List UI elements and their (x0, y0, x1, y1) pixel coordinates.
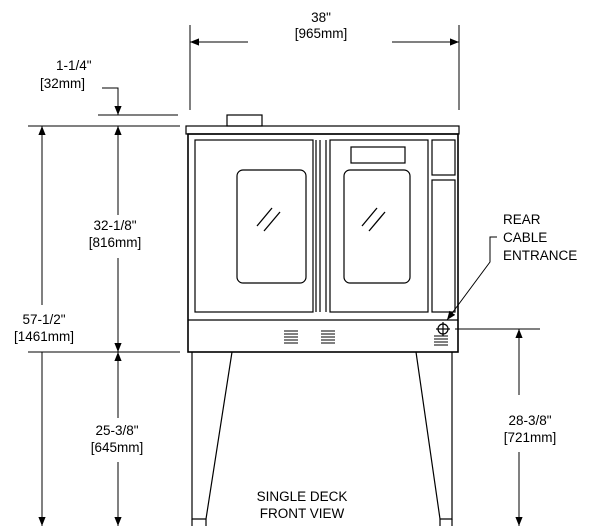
right-door-window (343, 169, 411, 284)
flue-label: 1-1/4" (56, 58, 92, 73)
flue-leader (102, 87, 122, 115)
left-leg (191, 351, 233, 520)
total-height-label: 57-1/2" (22, 312, 66, 327)
control-panel-top (431, 139, 456, 176)
width-label: 38" (311, 10, 331, 25)
leg-height-metric: [645mm] (90, 440, 144, 455)
extension-lines (28, 25, 540, 353)
oven-outline (185, 114, 460, 526)
callout-line-2: CABLE (503, 230, 548, 245)
caption-line-1: SINGLE DECK (256, 489, 348, 504)
total-height-metric: [1461mm] (13, 329, 75, 344)
flue-metric: [32mm] (40, 76, 86, 91)
glass-marks (256, 207, 386, 232)
body-height-metric: [816mm] (88, 235, 142, 250)
leg-height-label: 25-3/8" (95, 423, 139, 438)
right-leg (415, 351, 453, 520)
control-panel (431, 179, 456, 313)
body-height-label: 32-1/8" (93, 218, 137, 233)
cable-height-label: 28-3/8" (508, 413, 552, 428)
caption-line-2: FRONT VIEW (259, 506, 345, 521)
dimension-lines (38, 38, 523, 526)
oven-body (187, 133, 459, 353)
callout-line-3: ENTRANCE (503, 248, 578, 263)
vent-louvers (284, 330, 448, 346)
width-metric: [965mm] (294, 26, 348, 41)
callout-line-1: REAR (503, 212, 541, 227)
cable-entrance-symbol (436, 322, 450, 336)
left-door-window (236, 169, 307, 284)
door-handle-panel (350, 146, 406, 164)
callout-leader (446, 236, 497, 321)
left-door (194, 139, 314, 313)
flue-vent (226, 114, 263, 127)
right-door (329, 139, 429, 313)
oven-top-cap (185, 125, 460, 135)
cable-height-metric: [721mm] (503, 430, 557, 445)
